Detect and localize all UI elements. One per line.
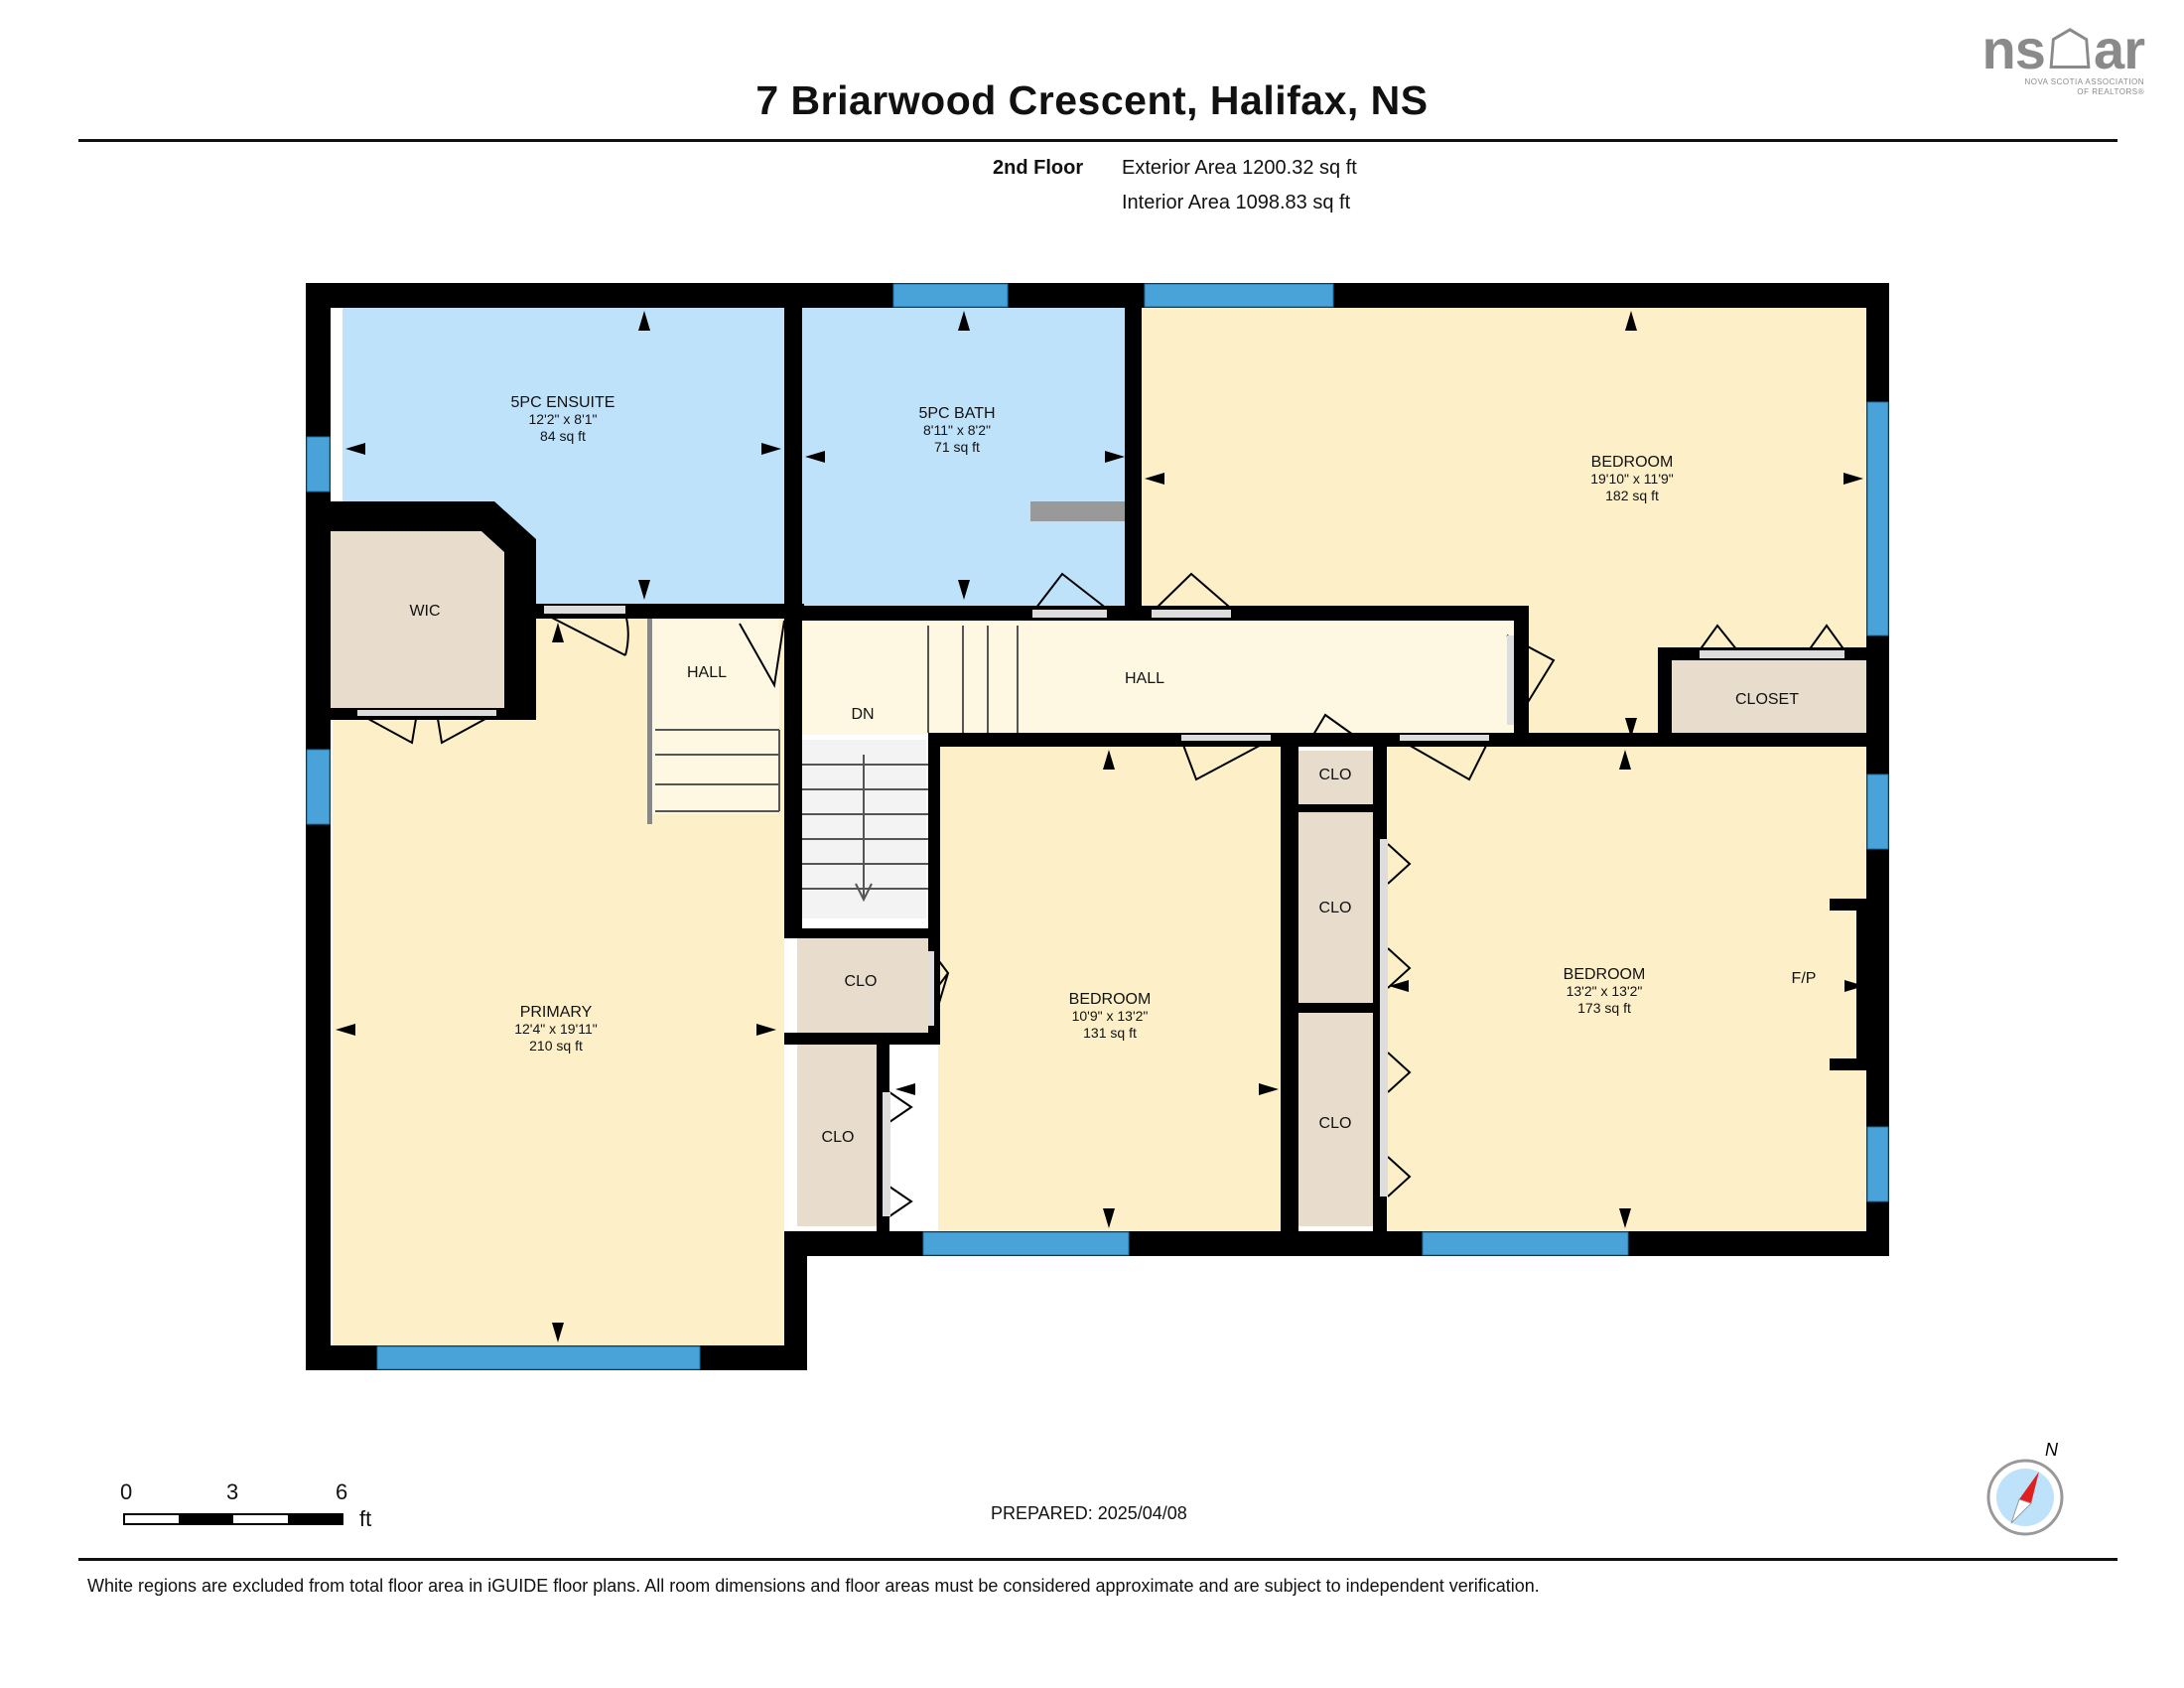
- clo-small-floor: [1298, 751, 1373, 805]
- fireplace-label: F/P: [1792, 970, 1817, 987]
- clo-low-floor: [797, 1045, 882, 1226]
- door-openings: [357, 606, 1844, 1216]
- room-dims-bedroom-se: 13'2" x 13'2": [1567, 983, 1643, 999]
- nsar-logo: ns☖ar NOVA SCOTIA ASSOCIATION OF REALTOR…: [1981, 18, 2145, 97]
- stair-arrow: [855, 883, 873, 903]
- prepared-date: PREPARED: 2025/04/08: [991, 1503, 1187, 1523]
- room-name-bedroom-mid: BEDROOM: [1069, 991, 1152, 1008]
- stair-treads: [655, 626, 1019, 899]
- room-name-primary: PRIMARY: [520, 1004, 593, 1021]
- walls: [306, 283, 1889, 1370]
- scale-tick-0: 0: [120, 1479, 133, 1504]
- clo-stair-floor: [797, 930, 931, 1033]
- room-name-bedroom-ne: BEDROOM: [1591, 454, 1674, 471]
- room-name-hall-main: HALL: [1125, 670, 1164, 687]
- dimension-arrows: [336, 311, 1864, 1342]
- compass-north-label: N: [2045, 1440, 2059, 1460]
- room-name-bedroom-se: BEDROOM: [1564, 966, 1646, 983]
- railing: [647, 611, 652, 824]
- clo-bottom-floor: [1298, 1013, 1373, 1226]
- room-area-primary: 210 sq ft: [529, 1038, 583, 1054]
- hall-main-floor: [802, 621, 1517, 735]
- room-dims-bedroom-ne: 19'10" x 11'9": [1590, 471, 1674, 487]
- room-area-bedroom-se: 173 sq ft: [1577, 1000, 1631, 1016]
- room-dims-primary: 12'4" x 19'11": [514, 1021, 598, 1037]
- exterior-area: Exterior Area 1200.32 sq ft: [1122, 157, 1357, 179]
- closet-floor: [1668, 660, 1866, 738]
- footer-divider: [78, 1558, 2117, 1561]
- room-area-bedroom-ne: 182 sq ft: [1605, 488, 1659, 503]
- room-name-bath: 5PC BATH: [918, 405, 995, 422]
- room-name-wic: WIC: [409, 603, 440, 620]
- windows: [306, 283, 1889, 1370]
- clo-mid-floor: [1298, 812, 1373, 1003]
- room-dims-bedroom-mid: 10'9" x 13'2": [1072, 1008, 1149, 1024]
- bedroom-se-floor: [1385, 747, 1866, 1231]
- hall-left-floor: [650, 616, 779, 814]
- interior-area: Interior Area 1098.83 sq ft: [1122, 192, 1351, 213]
- scale-tick-6: 6: [336, 1479, 348, 1504]
- stairs-down-label: DN: [851, 706, 874, 723]
- room-area-bath: 71 sq ft: [934, 439, 980, 455]
- room-name-hall-left: HALL: [687, 664, 727, 681]
- room-name-clo-bottom: CLO: [1319, 1115, 1352, 1132]
- door-swings: [356, 572, 1845, 1217]
- room-dims-ensuite: 12'2" x 8'1": [529, 411, 598, 427]
- room-area-bedroom-mid: 131 sq ft: [1083, 1025, 1137, 1041]
- room-name-ensuite: 5PC ENSUITE: [511, 394, 615, 411]
- header-divider: [78, 139, 2117, 142]
- room-name-clo-mid: CLO: [1319, 900, 1352, 916]
- bath-floor: [802, 308, 1130, 606]
- room-dims-bath: 8'11" x 8'2": [923, 422, 991, 438]
- bath-counter: [1030, 501, 1130, 521]
- disclaimer-note: White regions are excluded from total fl…: [87, 1576, 1540, 1596]
- wic-floor: [331, 508, 526, 713]
- room-name-clo-low: CLO: [822, 1129, 855, 1146]
- room-area-ensuite: 84 sq ft: [540, 428, 586, 444]
- compass-icon: N: [1986, 1440, 2064, 1536]
- scale-tick-3: 3: [226, 1479, 239, 1504]
- bedroom-mid-floor: [938, 747, 1281, 1231]
- page-title: 7 Briarwood Crescent, Halifax, NS: [755, 77, 1429, 123]
- room-name-clo-stair: CLO: [845, 973, 878, 990]
- floor-label: 2nd Floor: [993, 157, 1084, 179]
- room-name-clo-small: CLO: [1319, 767, 1352, 783]
- room-name-closet: CLOSET: [1735, 691, 1799, 708]
- scale-bar: [123, 1513, 343, 1525]
- scale-unit: ft: [359, 1506, 372, 1531]
